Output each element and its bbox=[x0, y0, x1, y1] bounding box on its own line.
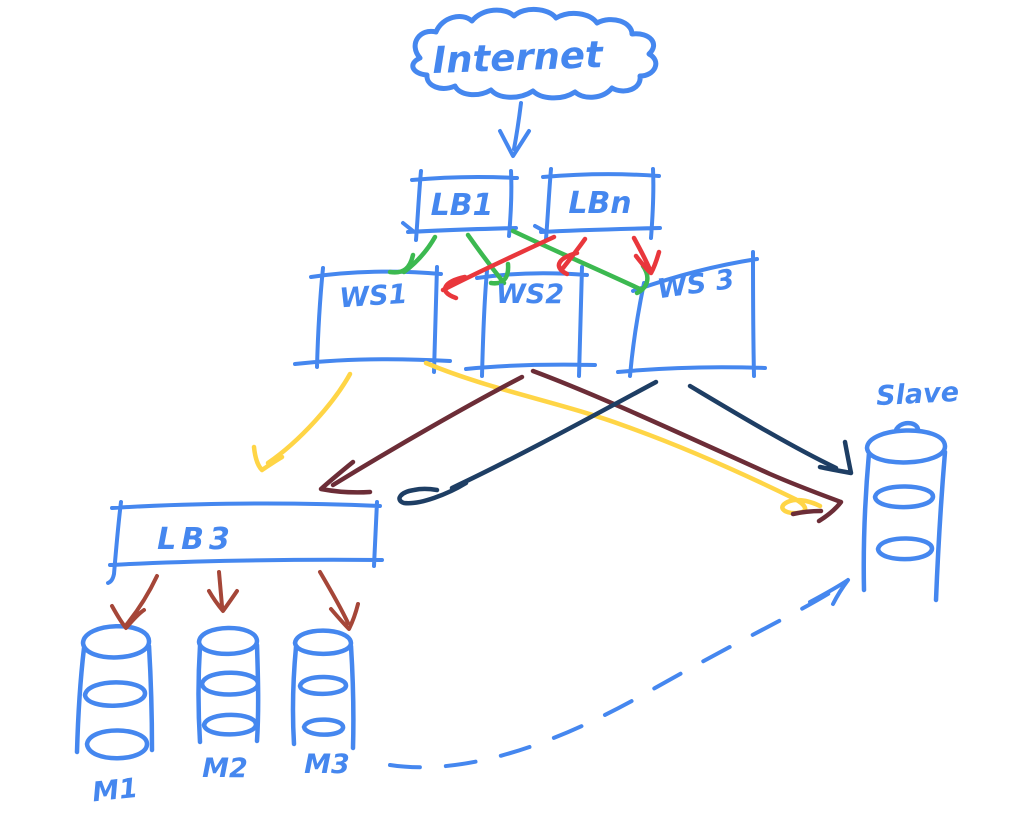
ws1-box bbox=[293, 265, 452, 374]
labels-group: Internet LB1 LBn WS1 WS2 WS 3 LB3 M1 M2 … bbox=[91, 33, 960, 808]
brick-arrow-lb3-m1 bbox=[110, 574, 159, 630]
green-arrow-lb1-ws1 bbox=[387, 234, 438, 275]
maroon-arrow-ws2-slave bbox=[530, 368, 844, 524]
yellow-arrow-ws1-slave bbox=[423, 360, 823, 516]
lbn-label: LBn bbox=[568, 186, 631, 221]
lb1-box bbox=[401, 169, 519, 242]
red-arrows-group bbox=[440, 234, 662, 301]
brick-arrow-lb3-m2 bbox=[207, 570, 239, 613]
m1-database-cylinder bbox=[74, 623, 155, 761]
lbn-box bbox=[533, 167, 662, 241]
ws1-label: WS1 bbox=[338, 279, 408, 315]
ws2-box bbox=[464, 265, 597, 378]
blue-ink-group bbox=[74, 7, 948, 770]
ws3-label: WS 3 bbox=[655, 264, 736, 305]
navy-arrow-ws3-lb3 bbox=[397, 379, 659, 506]
navy-arrow-ws3-slave bbox=[687, 383, 854, 476]
maroon-arrow-ws2-lb3 bbox=[318, 374, 525, 495]
m3-database-cylinder bbox=[290, 628, 356, 751]
yellow-arrow-ws1-lb3 bbox=[251, 371, 353, 473]
slave-database-cylinder bbox=[861, 420, 948, 603]
green-arrow-lb1-ws2 bbox=[465, 232, 511, 286]
slave-label: Slave bbox=[875, 377, 959, 412]
ws2-label: WS2 bbox=[496, 279, 564, 310]
m3-label: M3 bbox=[304, 749, 350, 780]
red-arrow-lbn-ws2 bbox=[556, 236, 588, 277]
maroon-arrows-group bbox=[318, 368, 844, 524]
m2-label: M2 bbox=[202, 753, 248, 784]
ws3-box bbox=[616, 250, 767, 378]
m1-label: M1 bbox=[91, 773, 140, 809]
lb1-label: LB1 bbox=[431, 188, 494, 223]
lb3-label: LB3 bbox=[157, 522, 235, 557]
internet-label: Internet bbox=[432, 33, 605, 82]
brick-arrows-group bbox=[110, 570, 360, 631]
lb3-box bbox=[106, 500, 384, 585]
m3-to-slave-dashed-arrowhead bbox=[808, 578, 850, 606]
internet-to-lb1-arrow bbox=[498, 101, 531, 158]
red-arrow-lbn-ws1 bbox=[440, 234, 557, 301]
internet-cloud bbox=[410, 7, 659, 101]
brick-arrow-lb3-m3 bbox=[318, 570, 360, 631]
yellow-arrows-group bbox=[251, 360, 823, 516]
m2-database-cylinder bbox=[196, 625, 261, 745]
m3-to-slave-dashed-arrow bbox=[388, 587, 838, 770]
navy-arrows-group bbox=[397, 379, 854, 506]
red-arrow-lbn-ws3 bbox=[631, 235, 662, 276]
